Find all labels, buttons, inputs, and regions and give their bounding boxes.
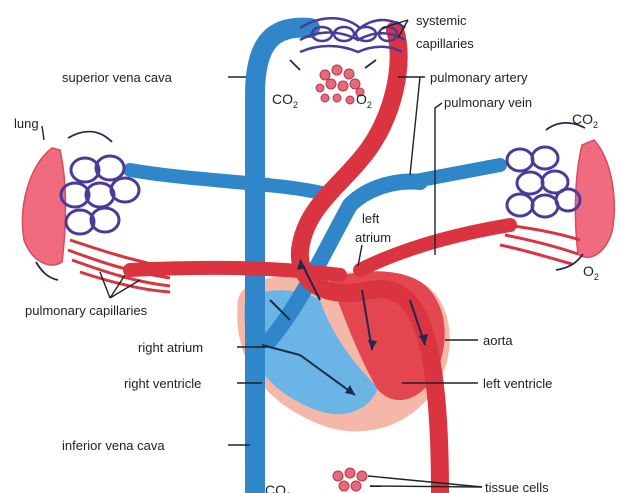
pulmonary-artery-left [130, 170, 330, 195]
left-ventricle-label: left ventricle [483, 376, 552, 391]
aorta-label: aorta [483, 333, 513, 348]
bottom-tissue-cells [333, 468, 367, 491]
co2-label-bottom: CO2 [265, 482, 291, 493]
left-atrium-label-1: left [362, 211, 380, 226]
left-lung [22, 148, 65, 265]
o2-label-lung: O2 [583, 263, 599, 282]
superior-vena-cava-label: superior vena cava [62, 70, 173, 85]
pulmonary-capillaries-right [500, 147, 580, 264]
o2-label-systemic: O2 [356, 91, 372, 110]
pulmonary-vein-left [130, 268, 340, 275]
lung-label: lung [14, 116, 39, 131]
pulmonary-capillaries-label: pulmonary capillaries [25, 303, 148, 318]
right-ventricle-label: right ventricle [124, 376, 201, 391]
systemic-capillaries-label-2: capillaries [416, 36, 474, 51]
pulmonary-artery-label: pulmonary artery [430, 70, 528, 85]
co2-label-systemic: CO2 [272, 91, 298, 110]
systemic-capillaries-label-1: systemic [416, 13, 467, 28]
pulmonary-artery-right [410, 165, 500, 182]
tissue-cells-label: tissue cells [485, 480, 549, 493]
left-atrium-label-2: atrium [355, 230, 391, 245]
right-atrium-label: right atrium [138, 340, 203, 355]
pulmonary-vein-label: pulmonary vein [444, 95, 532, 110]
inferior-vena-cava-label: inferior vena cava [62, 438, 165, 453]
